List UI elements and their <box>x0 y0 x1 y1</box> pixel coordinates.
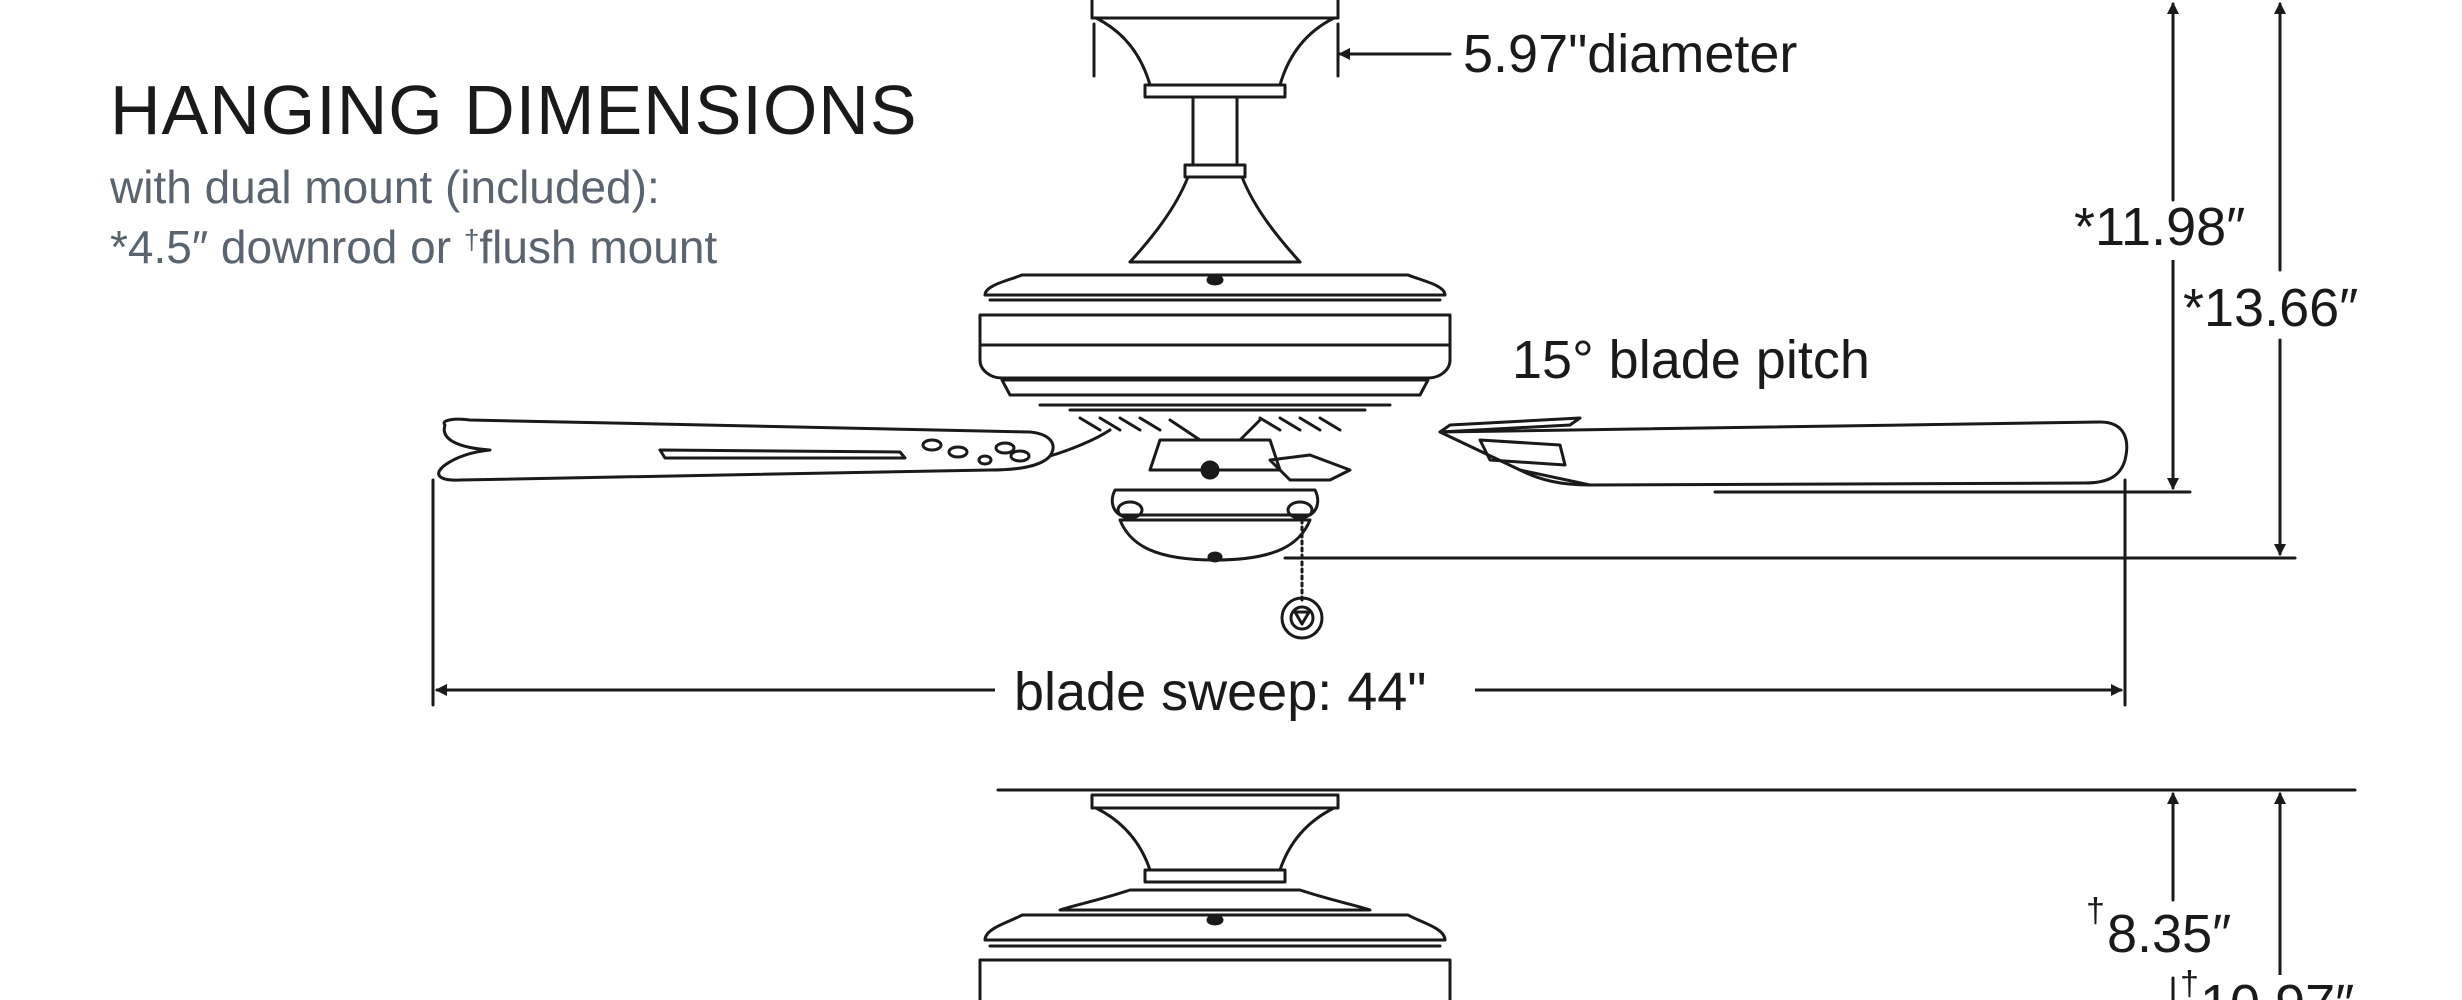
flush-dagger-mark: † <box>2086 892 2105 930</box>
subtitle-line-2: *4.5″ downrod or †flush mount <box>110 220 717 274</box>
right-blade <box>1268 416 2129 487</box>
pull-chain <box>1280 518 1324 640</box>
downrod <box>1183 95 1247 179</box>
subtitle-downrod-text: *4.5″ downrod or <box>110 221 464 273</box>
dagger-mark: † <box>463 224 480 255</box>
blade-pitch-label: 15° blade pitch <box>1512 330 1870 390</box>
canopy-diameter-label: 5.97"diameter <box>1463 24 1797 84</box>
subtitle-flush-text: flush mount <box>479 221 718 273</box>
height-total-flush-label: 10.97″ <box>2200 974 2354 1000</box>
height-to-blades-downrod-label: *11.98″ <box>2074 197 2245 257</box>
canopy-bottom <box>978 793 1452 1000</box>
motor-housing <box>978 175 1452 407</box>
height-to-blades-flush-label: 8.35″ <box>2107 904 2231 964</box>
canopy-top <box>1090 0 1340 99</box>
flush-dagger-mark-2: † <box>2180 965 2199 1000</box>
diagram-title: HANGING DIMENSIONS <box>110 71 918 149</box>
subtitle-line-1: with dual mount (included): <box>110 161 660 213</box>
blade-sweep-label: blade sweep: 44" <box>1014 662 1426 722</box>
blade-irons <box>1068 408 1367 442</box>
height-total-downrod-label: *13.66″ <box>2183 278 2358 338</box>
left-blade <box>437 417 1112 482</box>
